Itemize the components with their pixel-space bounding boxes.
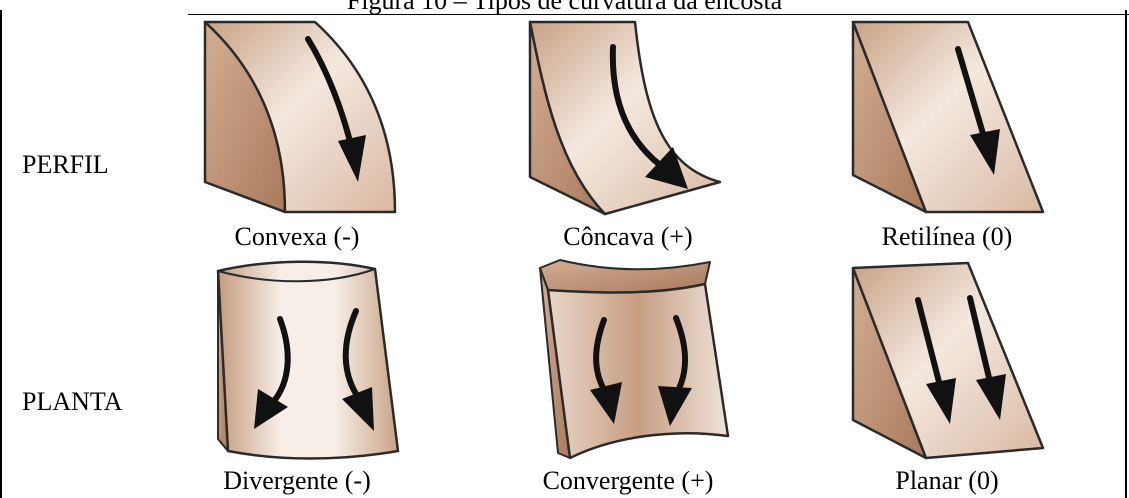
- concave-profile-slope-illustration: [525, 17, 725, 217]
- frame-top-border: [188, 14, 1129, 15]
- frame-right-border: [1125, 10, 1127, 498]
- convergent-plan-slope-illustration: [530, 258, 735, 463]
- caption-retilinea: Retilínea (0): [817, 222, 1077, 252]
- straight-profile-slope-illustration: [848, 17, 1048, 217]
- caption-convergente: Convergente (+): [498, 466, 758, 496]
- frame-left-border: [0, 10, 2, 498]
- convex-profile-slope-illustration: [200, 17, 400, 217]
- caption-concava: Côncava (+): [498, 222, 758, 252]
- caption-convexa: Convexa (-): [167, 222, 427, 252]
- planar-plan-slope-illustration: [848, 258, 1048, 463]
- row-label-perfil: PERFIL: [22, 150, 109, 180]
- row-label-planta: PLANTA: [22, 387, 122, 417]
- divergent-plan-slope-illustration: [210, 261, 410, 461]
- caption-planar: Planar (0): [817, 466, 1077, 496]
- caption-divergente: Divergente (-): [167, 466, 427, 496]
